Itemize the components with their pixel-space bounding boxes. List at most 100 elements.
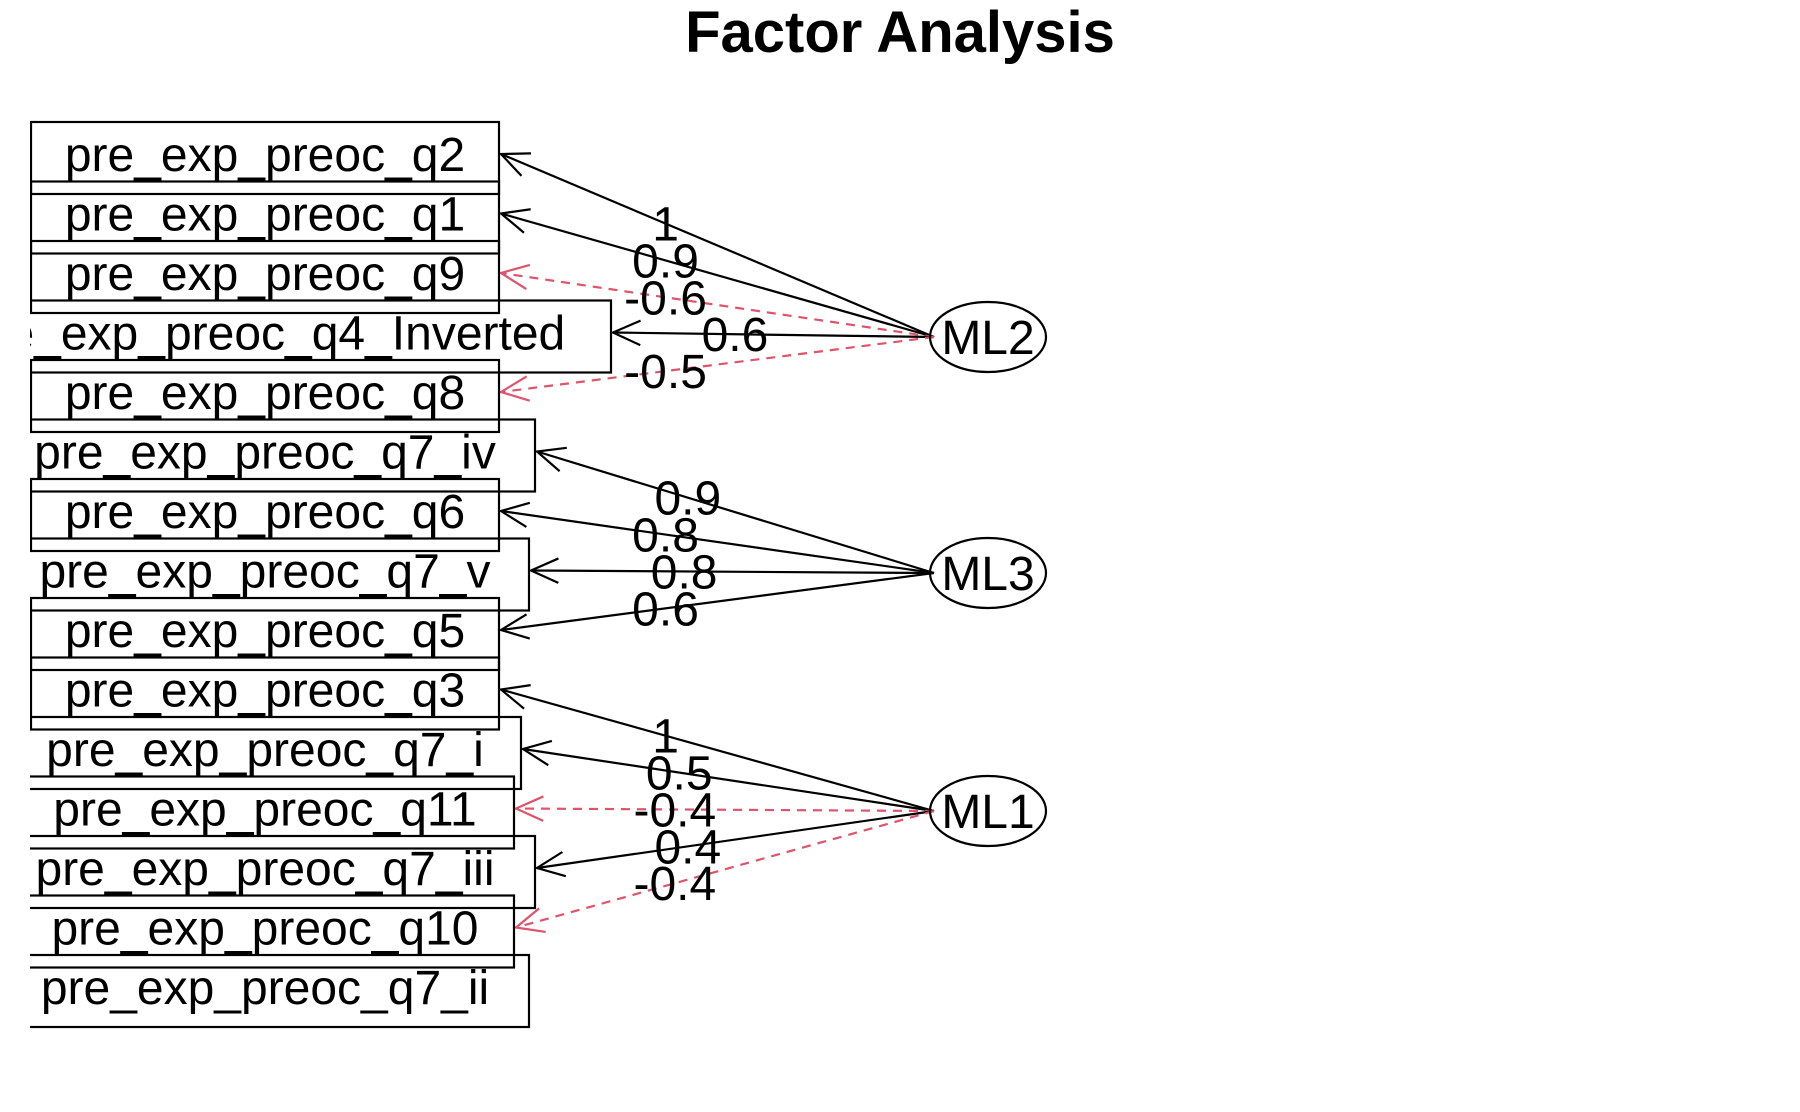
arrow-head-icon	[498, 375, 531, 402]
variable-box	[30, 477, 501, 553]
variable-box	[30, 537, 531, 612]
loading-value-label: 0.9	[632, 235, 699, 288]
arrow-head-icon	[498, 208, 531, 234]
variable-node: pre_exp_preoc_q1	[30, 180, 501, 255]
factor-ellipse	[928, 536, 1048, 610]
arrow-head-icon	[498, 501, 531, 528]
variable-label: pre_exp_preoc_q7_ii	[41, 962, 489, 1015]
variable-box	[30, 239, 501, 315]
factor-node: ML1	[928, 774, 1048, 848]
variable-label: pre_exp_preoc_q11	[53, 784, 476, 837]
variable-node: pre_exp_preoc_q7_iii	[30, 834, 537, 910]
arrow-head-icon	[498, 263, 531, 291]
loading-value-label: 0.9	[654, 473, 721, 526]
diagram-title: Factor Analysis	[685, 0, 1115, 65]
loading-value-label: 0.5	[646, 748, 713, 801]
loading-edge	[500, 571, 935, 632]
loading-value-label: 0.8	[632, 510, 699, 563]
loading-edge	[500, 212, 935, 339]
variable-node: pre_exp_preoc_q11	[30, 775, 516, 850]
variable-label: pre_exp_preoc_q4_Inverted	[0, 308, 565, 361]
arrow-head-icon	[498, 684, 531, 710]
loading-edge	[536, 450, 935, 575]
variable-box	[30, 180, 501, 255]
variable-label: pre_exp_preoc_q7_i	[46, 724, 484, 777]
factor-node: ML3	[928, 536, 1048, 610]
loading-edge	[515, 807, 935, 813]
variable-label: pre_exp_preoc_q9	[65, 248, 465, 301]
variables-layer: pre_exp_preoc_q2 pre_exp_preoc_q1 pre_exp_…	[0, 120, 613, 1029]
loading-edge	[536, 809, 935, 870]
loading-value-label: 0.8	[651, 546, 718, 599]
variable-node: pre_exp_preoc_q4_Inverted	[0, 299, 613, 374]
variable-node: pre_exp_preoc_q7_v	[30, 537, 531, 612]
loading-edge	[500, 152, 935, 339]
loading-value-label: -0.6	[624, 272, 707, 325]
variable-box	[30, 953, 531, 1029]
variable-node: pre_exp_preoc_q8	[30, 358, 501, 434]
variable-box	[30, 358, 501, 434]
loading-value-label: -0.5	[624, 346, 707, 399]
loading-value-label: -0.4	[633, 858, 716, 911]
edges-layer	[498, 152, 935, 934]
loading-value-label: 1	[652, 199, 679, 252]
arrow-head-icon	[513, 795, 544, 822]
loading-edge	[500, 335, 935, 394]
factor-ellipse	[928, 774, 1048, 848]
variable-box	[30, 656, 501, 731]
variable-label: pre_exp_preoc_q7_v	[39, 546, 490, 599]
loading-value-label: 0.4	[654, 821, 721, 874]
variable-node: pre_exp_preoc_q9	[30, 239, 501, 315]
variable-box	[30, 715, 523, 791]
loading-value-label: 0.6	[702, 309, 769, 362]
arrow-head-icon	[498, 152, 532, 177]
variable-label: pre_exp_preoc_q5	[65, 605, 465, 658]
variable-label: pre_exp_preoc_q7_iv	[34, 427, 496, 480]
variable-box	[30, 596, 501, 672]
arrow-head-icon	[610, 319, 641, 347]
loading-labels-layer: 10.9-0.60.6-0.50.90.80.80.610.5-0.40.4-0…	[624, 199, 768, 912]
loading-edge	[530, 569, 935, 575]
loading-edge	[515, 809, 935, 929]
loading-edge	[522, 747, 935, 813]
variable-label: pre_exp_preoc_q7_iii	[36, 843, 495, 896]
variable-box	[30, 894, 516, 969]
arrow-head-icon	[520, 739, 553, 767]
variable-box	[30, 418, 537, 493]
arrow-head-icon	[528, 557, 559, 584]
variable-node: pre_exp_preoc_q7_i	[30, 715, 523, 791]
loading-edge	[500, 271, 935, 339]
variable-node: pre_exp_preoc_q3	[30, 656, 501, 731]
variable-label: pre_exp_preoc_q2	[65, 129, 465, 182]
variable-label: pre_exp_preoc_q8	[65, 367, 465, 420]
loading-value-label: 0.6	[632, 583, 699, 636]
variable-box	[30, 834, 537, 910]
variable-node: pre_exp_preoc_q7_ii	[30, 953, 531, 1029]
variable-node: pre_exp_preoc_q6	[30, 477, 501, 553]
factor-ellipse	[928, 300, 1048, 374]
variable-label: pre_exp_preoc_q10	[51, 903, 478, 956]
factor-node: ML2	[928, 300, 1048, 374]
variable-label: pre_exp_preoc_q3	[65, 665, 465, 718]
loading-edge	[500, 688, 935, 813]
factor-label: ML3	[941, 548, 1034, 601]
variable-label: pre_exp_preoc_q1	[65, 189, 465, 242]
arrow-head-icon	[534, 851, 567, 878]
variable-node: pre_exp_preoc_q10	[30, 894, 516, 969]
loading-edge	[612, 331, 935, 339]
variable-box	[30, 299, 613, 374]
loading-value-label: -0.4	[633, 784, 716, 837]
variable-box	[30, 120, 501, 196]
variable-box	[30, 775, 516, 850]
variable-node: pre_exp_preoc_q2	[30, 120, 501, 196]
factor-label: ML2	[941, 312, 1034, 365]
arrow-head-icon	[498, 613, 531, 640]
variable-node: pre_exp_preoc_q7_iv	[30, 418, 537, 493]
factor-label: ML1	[941, 786, 1034, 839]
loading-edge	[500, 509, 935, 575]
loading-value-label: 1	[652, 711, 679, 764]
arrow-head-icon	[513, 907, 546, 934]
variable-node: pre_exp_preoc_q5	[30, 596, 501, 672]
